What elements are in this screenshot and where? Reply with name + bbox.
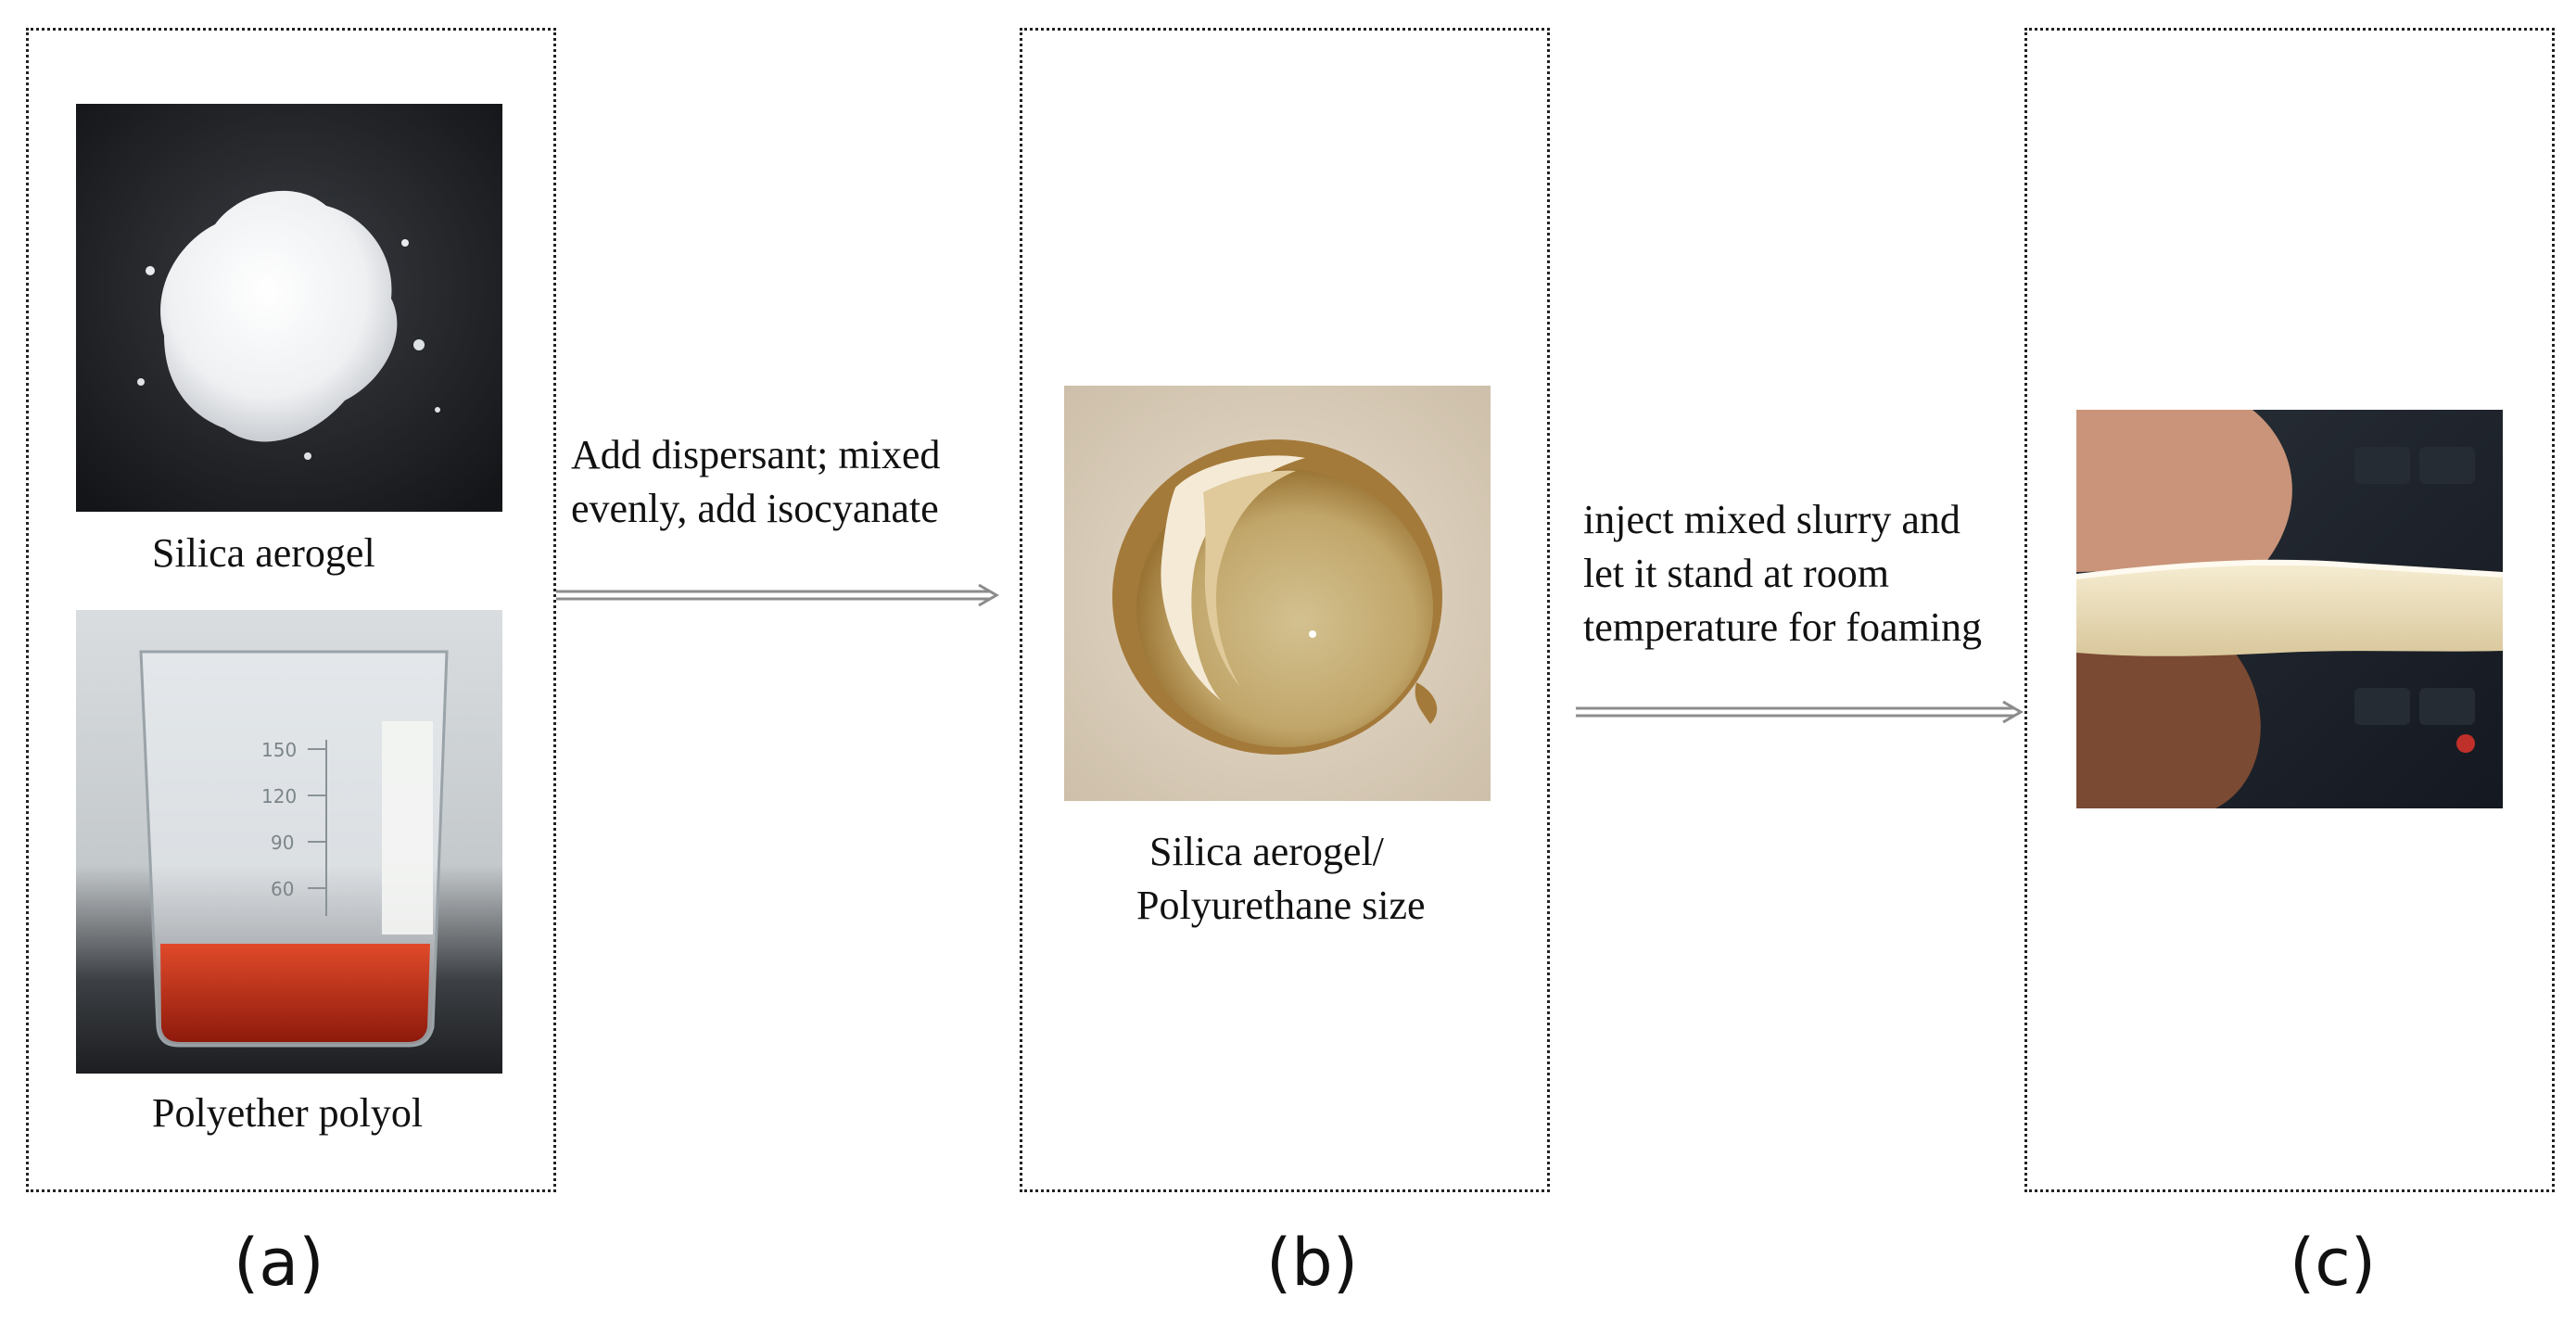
beaker-mark-120: 120	[261, 785, 297, 807]
panel-label-a: (a)	[234, 1225, 324, 1301]
caption-silica-aerogel-slash: Silica aerogel/	[1149, 829, 1384, 874]
panel-a	[26, 28, 556, 1192]
step-1-line-1: Add dispersant; mixed	[571, 432, 941, 477]
foam-sample-photo	[2076, 410, 2503, 808]
beaker-mark-90: 90	[271, 832, 294, 854]
caption-polyurethane-size: Polyurethane size	[1136, 883, 1426, 928]
panel-label-c: (c)	[2290, 1225, 2377, 1301]
slurry-dish-photo	[1064, 386, 1491, 801]
arrow-right-icon	[1576, 700, 2024, 724]
panel-b	[1020, 28, 1550, 1192]
arrow-right-icon	[556, 583, 999, 607]
beaker-mark-60: 60	[271, 878, 294, 900]
silica-aerogel-powder-photo	[76, 104, 502, 512]
panel-label-b: (b)	[1266, 1225, 1359, 1301]
beaker-mark-150: 150	[261, 739, 297, 761]
polyether-polyol-beaker-photo: 150 120 90 60	[76, 610, 502, 1074]
step-2-line-2: let it stand at room	[1583, 551, 1889, 596]
step-1-line-2: evenly, add isocyanate	[571, 486, 939, 531]
caption-silica-aerogel: Silica aerogel	[152, 530, 375, 576]
step-2-line-1: inject mixed slurry and	[1583, 497, 1961, 542]
caption-polyether-polyol: Polyether polyol	[152, 1090, 424, 1136]
step-2-line-3: temperature for foaming	[1583, 604, 1983, 650]
panel-c	[2024, 28, 2555, 1192]
